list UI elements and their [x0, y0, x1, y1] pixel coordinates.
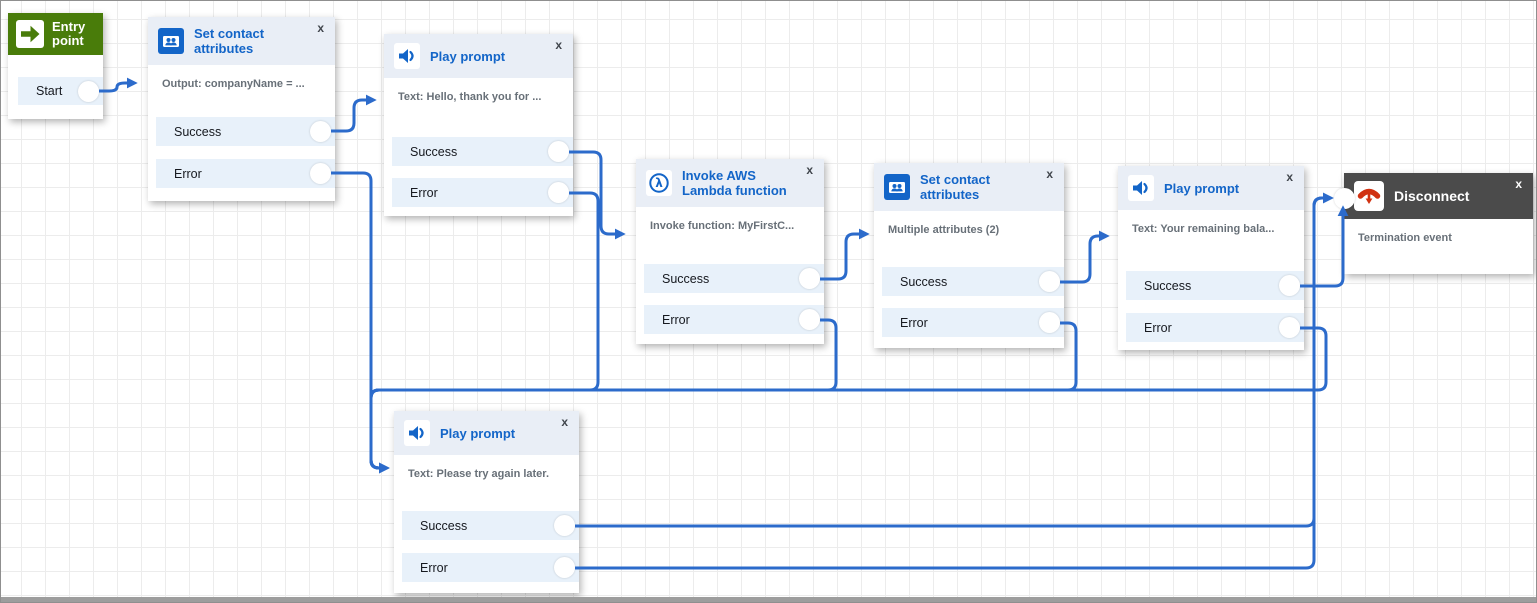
block-title: Set contact attributes	[920, 172, 991, 202]
connector-start-to-set-attributes-1[interactable]	[99, 77, 138, 93]
close-icon[interactable]: x	[1046, 167, 1053, 181]
block-description: Termination event	[1358, 232, 1452, 244]
output-label: Start	[36, 84, 63, 98]
block-description: Text: Please try again later.	[408, 468, 550, 480]
block-title: Disconnect	[1394, 187, 1470, 204]
output-port[interactable]	[554, 557, 575, 578]
play-prompt-block-3[interactable]: Play prompt x Text: Please try again lat…	[394, 411, 579, 593]
entry-point-title: Entry point	[52, 19, 86, 48]
disconnect-block[interactable]: Disconnect x Termination event	[1333, 173, 1533, 274]
block-description: Output: companyName = ...	[162, 78, 305, 90]
svg-text:λ: λ	[655, 176, 663, 190]
play-prompt-block-1[interactable]: Play prompt x Text: Hello, thank you for…	[384, 34, 573, 216]
play-prompt-block-2[interactable]: Play prompt x Text: Your remaining bala.…	[1118, 166, 1304, 350]
block-header: Disconnect x	[1344, 173, 1533, 219]
close-icon[interactable]: x	[1515, 177, 1522, 191]
connector-sca1-error-to-play-prompt-3[interactable]	[331, 171, 390, 474]
output-row-success[interactable]: Success	[1126, 271, 1304, 300]
output-row-error[interactable]: Error	[644, 305, 824, 334]
block-description: Text: Your remaining bala...	[1132, 223, 1275, 235]
arrow-right-icon	[16, 20, 44, 48]
contact-card-icon	[884, 174, 910, 200]
block-description: Invoke function: MyFirstC...	[650, 220, 795, 232]
block-header: Play prompt x	[1118, 166, 1304, 210]
output-port[interactable]	[554, 515, 575, 536]
output-port[interactable]	[799, 268, 820, 289]
lambda-icon: λ	[646, 170, 672, 196]
block-header: Set contact attributes x	[874, 163, 1064, 211]
output-port[interactable]	[310, 163, 331, 184]
phone-down-icon	[1354, 181, 1384, 211]
connector-sca2-success-to-play-prompt-2[interactable]	[1060, 230, 1110, 284]
output-row-success[interactable]: Success	[392, 137, 573, 166]
speaker-icon	[404, 420, 430, 446]
block-title: Play prompt	[430, 48, 506, 64]
block-title: Play prompt	[1164, 180, 1240, 196]
output-row-error[interactable]: Error	[1126, 313, 1304, 342]
input-port[interactable]	[1333, 187, 1355, 209]
close-icon[interactable]: x	[317, 21, 324, 35]
speaker-icon	[394, 43, 420, 69]
output-row-success[interactable]: Success	[156, 117, 335, 146]
close-icon[interactable]: x	[561, 415, 568, 429]
speaker-icon	[1128, 175, 1154, 201]
close-icon[interactable]: x	[555, 38, 562, 52]
block-description: Text: Hello, thank you for ...	[398, 91, 542, 103]
output-port[interactable]	[548, 141, 569, 162]
output-row-start[interactable]: Start	[18, 77, 103, 105]
output-port[interactable]	[799, 309, 820, 330]
close-icon[interactable]: x	[806, 163, 813, 177]
connector-pp1-success-to-lambda[interactable]	[569, 150, 626, 240]
output-row-error[interactable]: Error	[156, 159, 335, 188]
canvas-bottom-edge	[1, 597, 1536, 602]
block-header: Set contact attributes x	[148, 17, 335, 65]
block-header: λ Invoke AWS Lambda function x	[636, 159, 824, 207]
set-contact-attributes-block-1[interactable]: Set contact attributes x Output: company…	[148, 17, 335, 201]
entry-point-block[interactable]: Entry point Start	[8, 13, 103, 119]
output-port[interactable]	[1279, 275, 1300, 296]
connector-sca1-success-to-play-prompt-1[interactable]	[331, 94, 377, 133]
output-row-error[interactable]: Error	[392, 178, 573, 207]
entry-point-header: Entry point	[8, 13, 103, 55]
block-title: Invoke AWS Lambda function	[682, 168, 787, 198]
block-title: Set contact attributes	[194, 26, 265, 56]
set-contact-attributes-block-2[interactable]: Set contact attributes x Multiple attrib…	[874, 163, 1064, 348]
output-port[interactable]	[310, 121, 331, 142]
connector-lambda-success-to-sca2[interactable]	[820, 228, 870, 281]
output-row-success[interactable]: Success	[644, 264, 824, 293]
output-row-success[interactable]: Success	[402, 511, 579, 540]
connector-pp2-success-to-disconnect[interactable]	[1300, 205, 1349, 288]
output-row-success[interactable]: Success	[882, 267, 1064, 296]
close-icon[interactable]: x	[1286, 170, 1293, 184]
output-port[interactable]	[1039, 312, 1060, 333]
block-description: Multiple attributes (2)	[888, 224, 1000, 236]
block-title: Play prompt	[440, 425, 516, 441]
output-row-error[interactable]: Error	[402, 553, 579, 582]
contact-card-icon	[158, 28, 184, 54]
block-header: Play prompt x	[384, 34, 573, 78]
output-port[interactable]	[1279, 317, 1300, 338]
output-port[interactable]	[548, 182, 569, 203]
output-port[interactable]	[1039, 271, 1060, 292]
output-port[interactable]	[78, 80, 99, 102]
invoke-lambda-block[interactable]: λ Invoke AWS Lambda function x Invoke fu…	[636, 159, 824, 344]
output-row-error[interactable]: Error	[882, 308, 1064, 337]
block-header: Play prompt x	[394, 411, 579, 455]
